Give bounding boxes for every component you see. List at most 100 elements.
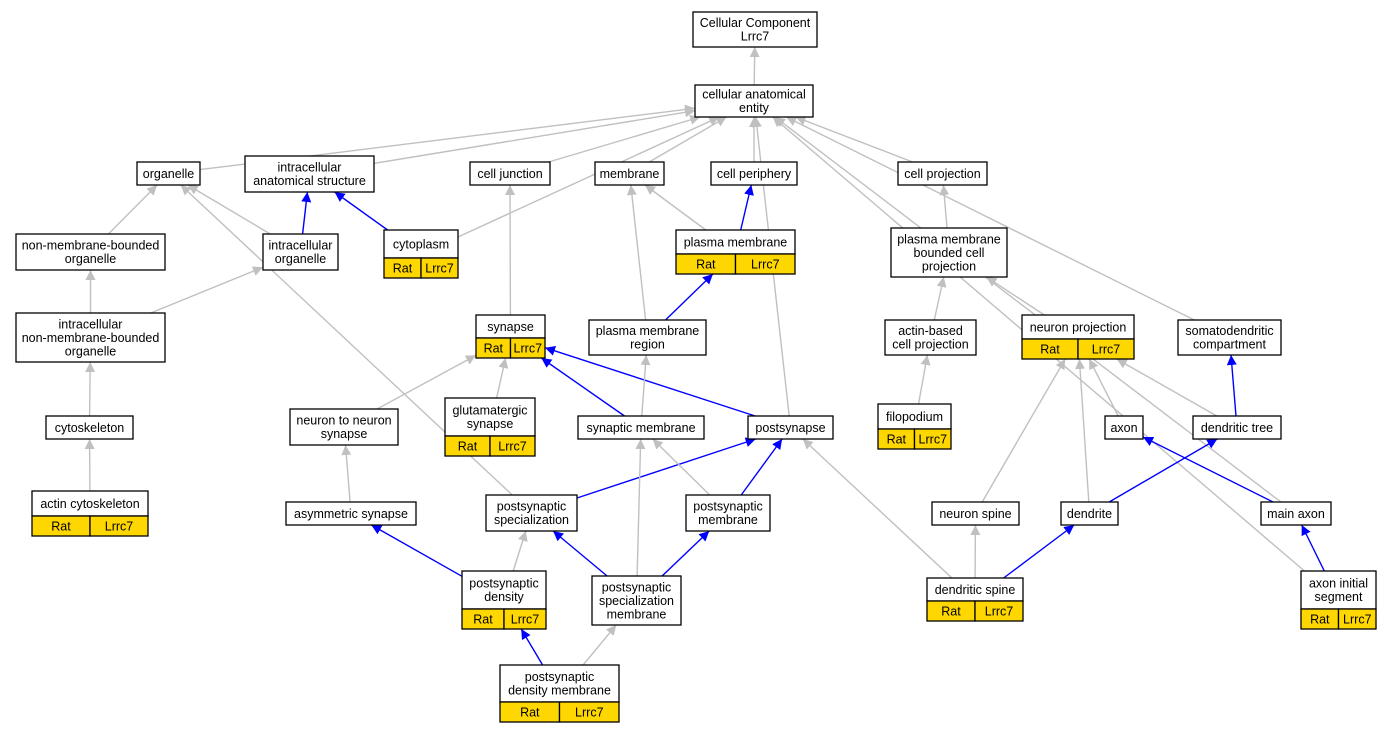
annotation-species: Rat [393, 261, 413, 275]
node-label: cell periphery [717, 167, 792, 181]
node-box [469, 161, 551, 186]
edge-part-of-pssm-to-pss [552, 530, 608, 577]
edge-part-of-mainaxon-to-axon [1142, 436, 1274, 503]
node-label: synapse [321, 427, 368, 441]
annotation-species: Rat [473, 612, 493, 626]
node-label: entity [739, 101, 770, 115]
node-main-axon[interactable]: main axon [1260, 501, 1332, 526]
node-label: organelle [275, 252, 326, 266]
annotation-gene: Lrrc7 [751, 257, 780, 271]
node-label: somatodendritic [1185, 324, 1273, 338]
node-label: density [484, 590, 524, 604]
edge-is-a-psm-to-synmem [652, 438, 711, 496]
edge-is-a-ias-to-cae [373, 107, 696, 165]
edge-is-a-asym-to-n2n [341, 444, 352, 503]
node-label: cell projection [892, 338, 968, 352]
annotation-cell [420, 257, 459, 279]
node-label: projection [922, 259, 976, 273]
node-intracellular-non-membrane-bounded-organelle[interactable]: intracellularnon-membrane-boundedorganel… [15, 312, 166, 363]
annotation-species: Rat [1040, 342, 1060, 356]
node-cell-junction[interactable]: cell junction [469, 161, 551, 186]
node-box [262, 233, 339, 271]
node-label: membrane [607, 607, 667, 621]
node-label: axon initial [1309, 577, 1368, 591]
node-axon[interactable]: axon [1104, 415, 1144, 440]
node-box [15, 312, 166, 363]
node-organelle[interactable]: organelle [136, 161, 201, 186]
edge-is-a-somato-to-cae [785, 116, 1195, 321]
node-label: cell junction [477, 167, 542, 181]
node-postsynapse[interactable]: postsynapse [747, 415, 834, 440]
edge-part-of-dspine-to-dendrite [1003, 524, 1075, 579]
annotation-species: Rat [887, 432, 907, 446]
node-box [877, 403, 952, 430]
node-box [15, 233, 166, 271]
node-box [45, 415, 134, 440]
node-box [884, 319, 977, 356]
node-box [694, 84, 814, 118]
node-asymmetric-synapse[interactable]: asymmetric synapse [285, 501, 417, 526]
node-cytoskeleton[interactable]: cytoskeleton [45, 415, 134, 440]
node-label: neuron to neuron [296, 414, 391, 428]
node-box [1104, 415, 1144, 440]
node-label: organelle [143, 167, 194, 181]
node-dendritic-tree[interactable]: dendritic tree [1192, 415, 1282, 440]
annotation-gene: Lrrc7 [105, 519, 134, 533]
edge-part-of-pssm-to-psm [661, 530, 710, 577]
annotation-species: Rat [941, 604, 961, 618]
edge-part-of-cytoplasm-to-ias [334, 191, 389, 231]
node-box [685, 494, 771, 532]
node-box [588, 319, 707, 356]
edge-is-a-synmem-to-pmregion [640, 354, 651, 417]
node-dendrite[interactable]: dendrite [1060, 501, 1119, 526]
annotation-row: Rat Lrrc7 [461, 608, 547, 630]
annotation-gene: Lrrc7 [511, 612, 540, 626]
node-cell-periphery[interactable]: cell periphery [710, 161, 798, 186]
node-label: cytoskeleton [55, 421, 125, 435]
annotation-cell [89, 515, 149, 537]
edge-is-a-dspine-to-postsynapse [802, 438, 953, 579]
annotation-gene: Lrrc7 [1343, 612, 1372, 626]
node-box [1192, 415, 1282, 440]
node-neuron-spine[interactable]: neuron spine [931, 501, 1020, 526]
edge-is-a-neuronproj-to-pmbcp [986, 276, 1045, 316]
node-label: actin-based [898, 324, 963, 338]
annotation-gene: Lrrc7 [575, 705, 604, 719]
node-label: filopodium [886, 410, 943, 424]
node-label: organelle [65, 252, 116, 266]
node-label: postsynaptic [693, 500, 762, 514]
edge-part-of-psdm-to-psd [520, 628, 544, 666]
node-label: synapse [467, 417, 514, 431]
node-cell-projection[interactable]: cell projection [897, 161, 988, 186]
node-label: organelle [65, 344, 116, 358]
node-membrane[interactable]: membrane [594, 161, 665, 186]
node-label: postsynaptic [525, 670, 594, 684]
edge-is-a-membrane-to-cae [648, 116, 727, 163]
node-label: glutamatergic [452, 404, 527, 418]
node-synaptic-membrane[interactable]: synaptic membrane [577, 415, 705, 440]
